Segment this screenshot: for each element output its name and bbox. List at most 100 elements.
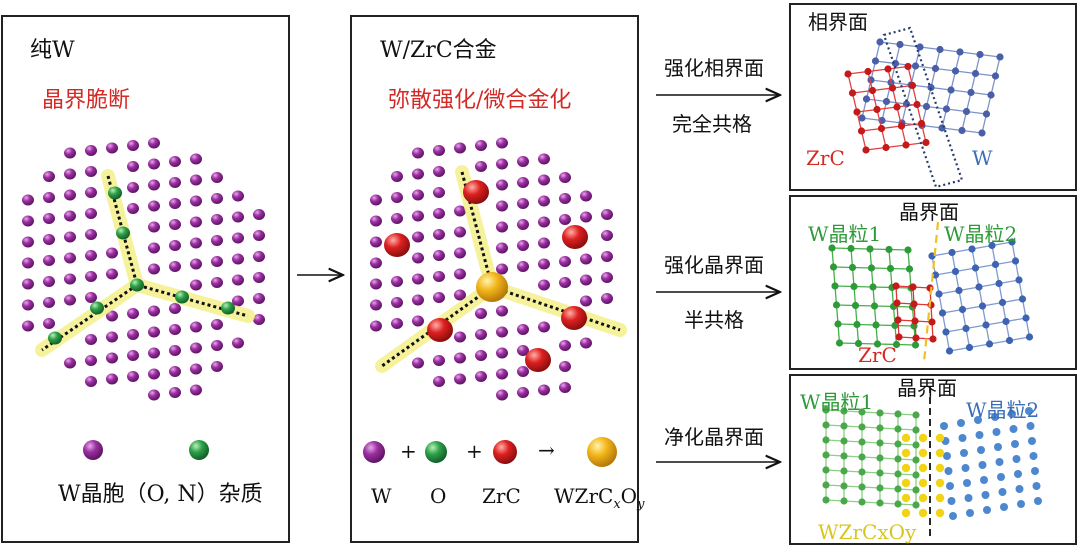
w-atom-grain2 — [992, 428, 1001, 436]
grain1-lattice-node — [876, 409, 884, 417]
w-atom — [64, 357, 76, 369]
w-lattice-node — [978, 129, 986, 137]
grain1-lattice-node — [912, 426, 920, 434]
zrc-lattice-node — [862, 146, 870, 154]
w-atom — [601, 230, 613, 241]
w-atom — [433, 145, 445, 156]
grain1-lattice-node — [911, 341, 920, 349]
o-impurity-atom — [48, 331, 62, 345]
w-atom — [580, 295, 592, 307]
w-atom-grain2 — [944, 467, 953, 475]
arrow2-line2: 半共格 — [684, 308, 744, 332]
w-lattice-node — [911, 62, 920, 70]
zrc-cluster-node — [910, 300, 918, 308]
w-atom — [412, 273, 424, 285]
grain1-lattice-node — [853, 320, 861, 329]
w-lattice-node — [882, 97, 891, 106]
w-atom — [538, 195, 550, 207]
grain2-lattice-node — [965, 343, 974, 352]
product-main: WZrC — [554, 484, 614, 508]
grain1-lattice-node — [876, 454, 884, 462]
w-atom — [433, 229, 445, 240]
w-atom — [85, 187, 97, 198]
wzrcxoy-label: WZrCxOy — [818, 520, 917, 544]
grain2-lattice-node — [1011, 257, 1020, 265]
panel-grain-boundary-frame — [789, 195, 1077, 370]
w-atom — [22, 320, 34, 332]
w-atom — [454, 268, 466, 280]
zrc-lattice-node — [868, 86, 877, 95]
w-atom-grain2 — [977, 446, 985, 454]
w-atom — [190, 363, 202, 375]
legend-zrc-label: ZrC — [482, 484, 521, 508]
w-atom — [127, 161, 139, 172]
zrc-lattice-node — [913, 100, 921, 109]
w-atom — [370, 299, 382, 311]
w-atom — [127, 182, 139, 193]
product-o: O — [620, 484, 638, 508]
legend-o-label: O — [430, 484, 447, 508]
w-lattice-node — [876, 38, 884, 46]
w-atom — [559, 382, 571, 393]
wzrcxoy-atom — [935, 478, 945, 488]
grain1-lattice-node — [912, 411, 920, 419]
w-atom — [412, 147, 424, 159]
wzrcxoy-atom — [935, 433, 945, 443]
w-atom — [433, 355, 445, 366]
w-atom-grain2 — [943, 452, 951, 460]
w-atom — [496, 347, 508, 359]
arrow2-line1: 强化晶界面 — [664, 253, 764, 277]
w-atom-grain2 — [963, 479, 971, 487]
grain1-lattice-node — [886, 264, 895, 273]
w-atom — [517, 261, 529, 272]
zrc-lattice-node — [844, 70, 852, 78]
w-atom — [370, 236, 382, 248]
w-lattice-node — [862, 95, 871, 103]
grain1-lattice-node — [822, 421, 830, 429]
w-atom — [370, 194, 382, 206]
w-atom — [517, 177, 529, 188]
w-atom — [475, 350, 487, 361]
grain1-label: W晶粒1 — [808, 222, 882, 246]
w-atom — [580, 274, 592, 286]
grain2-lattice-node — [985, 340, 994, 348]
zrc-lattice-node — [882, 143, 890, 152]
w-atom — [190, 195, 202, 207]
w-lattice-node — [991, 72, 1000, 80]
grain1-lattice-node — [872, 321, 880, 329]
w-atom-grain2 — [961, 464, 970, 472]
w-atom — [22, 299, 34, 311]
grain2-lattice-node — [1008, 238, 1016, 246]
w-atom — [148, 179, 160, 191]
zrc-lattice-node — [893, 103, 901, 111]
panel-pure-w-frame — [1, 15, 290, 543]
w-atom — [127, 308, 139, 319]
zrc-region-label: ZrC — [806, 146, 845, 170]
grain2-lattice-node — [1002, 317, 1010, 326]
grain1-lattice-node — [840, 482, 848, 490]
grain1-lattice-node — [858, 483, 866, 491]
legend-o-atom — [425, 441, 447, 463]
grain1-lattice-node — [854, 339, 863, 348]
w-atom — [169, 324, 181, 335]
wzrcxoy-atom — [918, 508, 928, 518]
phase-interface-grids — [844, 26, 1004, 189]
w-atom — [43, 276, 55, 287]
panel-phase-interface-frame — [789, 3, 1077, 191]
grain1-lattice-node — [822, 406, 830, 414]
w-atom — [85, 376, 97, 387]
legend-plus-2: + — [466, 439, 483, 463]
w-lattice-node — [947, 86, 955, 94]
legend-product-label: WZrCxOy — [554, 486, 644, 511]
w-atom — [190, 174, 202, 186]
grain2-lattice-node — [995, 279, 1003, 288]
w-atom — [190, 384, 202, 396]
grain1-lattice-node — [848, 263, 857, 272]
w-atom — [538, 174, 550, 186]
w-atom — [148, 347, 160, 359]
grain1-lattice-node — [858, 468, 866, 476]
zrc-lattice-node — [922, 138, 930, 147]
zrc-precipitate-label: ZrC — [858, 343, 897, 367]
grain1-lattice-node — [822, 496, 830, 504]
